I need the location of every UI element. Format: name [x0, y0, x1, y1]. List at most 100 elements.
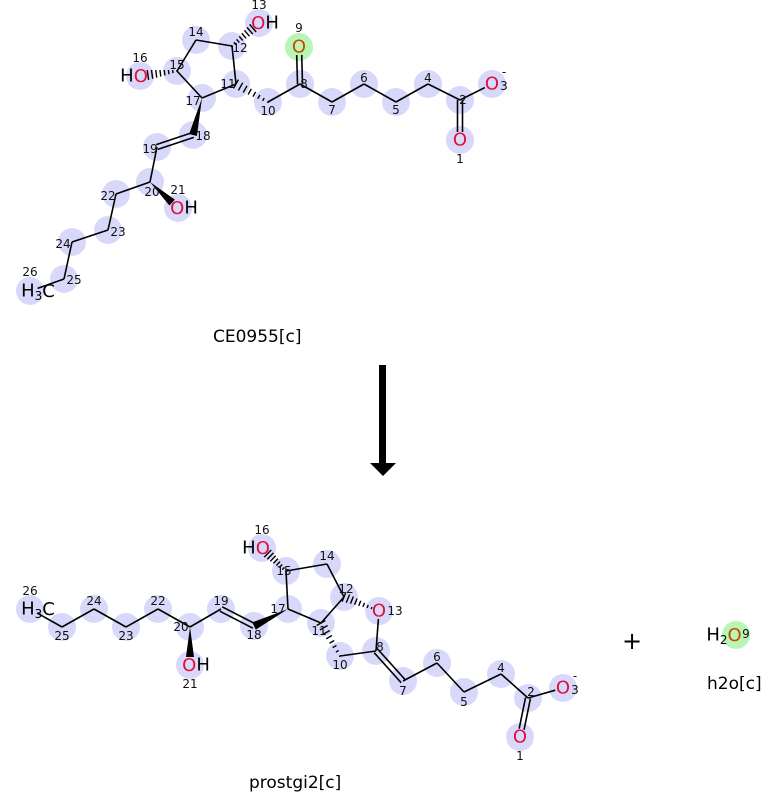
reactant-atom-number: 8: [300, 77, 308, 91]
reactant-hash-bond: [233, 41, 237, 46]
product-atom-number: 7: [399, 684, 407, 698]
product-charge: -: [573, 669, 577, 683]
product-hash-bond: [335, 649, 339, 653]
product-bond: [500, 673, 529, 699]
reactant-hash-bond: [146, 69, 150, 80]
product-atom-26-symbol: H3C: [21, 599, 55, 622]
product-atom-number: 18: [246, 628, 261, 642]
product-hash-bond: [319, 624, 328, 631]
reactant-bond: [107, 193, 117, 231]
plus-sign: +: [622, 627, 643, 655]
product-bond: [285, 563, 328, 572]
product-wedge-bond: [252, 609, 288, 630]
reactant-atom-number: 1: [456, 152, 464, 166]
product-atom-3-symbol: O: [556, 678, 570, 699]
product-hash-bond: [278, 563, 283, 569]
reactant-bond: [37, 278, 65, 290]
product-hash-bond: [281, 566, 285, 571]
product-atom-number: 4: [497, 661, 505, 675]
reactant-atom-number: 4: [424, 71, 432, 85]
reactant-hash-bond: [262, 97, 265, 102]
reactant-double-bond: [155, 131, 193, 146]
product-double-bond: [377, 648, 406, 680]
product-bond: [527, 689, 556, 699]
reactant-atom-1-symbol: O: [453, 130, 467, 151]
reactant-atom-13-marker: [245, 9, 273, 37]
reactant-bond: [267, 83, 301, 103]
reactant-bond: [176, 39, 197, 72]
product-bond: [285, 570, 289, 610]
product-atom-16-marker: [248, 534, 276, 562]
reactant-atom-16-symbol: HO: [120, 66, 148, 87]
reactant-hash-bond: [242, 85, 248, 93]
reactant-atom-26-marker: [16, 277, 44, 305]
product-hash-bond: [322, 629, 331, 635]
reactant-atom-number: 18: [195, 129, 210, 143]
product-atom-number: 19: [213, 594, 228, 608]
reactant-bond: [63, 241, 73, 280]
product-hash-bond: [329, 639, 335, 644]
reactant-bond: [363, 83, 397, 103]
reactant-atom-13-symbol: OH: [251, 13, 279, 34]
product-hash-bond: [366, 604, 369, 609]
product-bond: [436, 662, 465, 693]
reactant-hash-bond: [163, 69, 166, 76]
reactant-atom-number: 24: [55, 237, 70, 251]
reactant-atom-9-symbol: O: [292, 37, 306, 58]
product-hash-bond: [272, 558, 279, 564]
product-atom-number: 3: [571, 683, 579, 697]
product-atom-number: 15: [276, 564, 291, 578]
product-atom-13-symbol: O: [372, 601, 386, 622]
product-atom-number: 11: [311, 624, 326, 638]
product-bond: [125, 608, 159, 628]
reactant-atom-number: 9: [295, 21, 303, 35]
reactant-hash-bond: [249, 23, 257, 33]
reactant-atom-number: 21: [170, 183, 185, 197]
reaction-arrow-shaft: [379, 365, 386, 465]
reactant-hash-bond: [236, 38, 240, 43]
product-bond: [93, 608, 127, 628]
reactant-atom-number: 5: [392, 103, 400, 117]
reactant-atom-16-marker: [126, 62, 154, 90]
product-atom-number: 17: [270, 602, 285, 616]
product-double-bond: [523, 698, 532, 730]
product-bond: [402, 662, 438, 682]
product-hash-bond: [332, 644, 337, 649]
water-atom-9-symbol: H2O: [706, 625, 741, 648]
product-bond: [61, 608, 95, 628]
reactant-atom-number: 15: [169, 58, 184, 72]
reactant-bond: [331, 83, 365, 103]
reactant-atom-number: 23: [110, 225, 125, 239]
product-double-bond: [219, 610, 254, 629]
product-hash-bond: [353, 598, 358, 606]
water-atom-number: 9: [742, 627, 750, 641]
product-atom-26-marker: [16, 595, 44, 623]
reactant-wedge-bond: [189, 98, 202, 136]
product-atom-number: 12: [338, 582, 353, 596]
product-hash-bond: [275, 561, 281, 566]
reactant-charge: -: [502, 65, 506, 79]
product-atom-16-symbol: HO: [242, 538, 270, 559]
reactant-hash-bond: [167, 69, 170, 75]
reactant-name: CE0955[c]: [213, 327, 302, 347]
product-bond: [320, 596, 345, 624]
product-atom-number: 24: [86, 594, 101, 608]
product-hash-bond: [325, 634, 333, 640]
reaction-arrow-head: [370, 463, 396, 476]
reactant-hash-bond: [257, 94, 261, 100]
product-bond: [157, 608, 191, 628]
product-atom-number: 20: [173, 620, 188, 634]
product-atom-number: 25: [54, 629, 69, 643]
product-atom-number: 6: [433, 650, 441, 664]
reactant-atom-number: 10: [260, 104, 275, 118]
product-double-bond: [518, 697, 527, 729]
reactant-hash-bond: [246, 26, 254, 35]
product-atom-21-marker: [176, 651, 204, 679]
product-hash-bond: [345, 594, 351, 603]
reactant-atom-3-marker: [478, 70, 506, 98]
product-bond: [375, 618, 380, 652]
water-name: h2o[c]: [707, 674, 762, 694]
reactant-atom-number: 17: [185, 94, 200, 108]
reactant-hash-bond: [252, 91, 257, 97]
product-bond: [36, 612, 63, 628]
